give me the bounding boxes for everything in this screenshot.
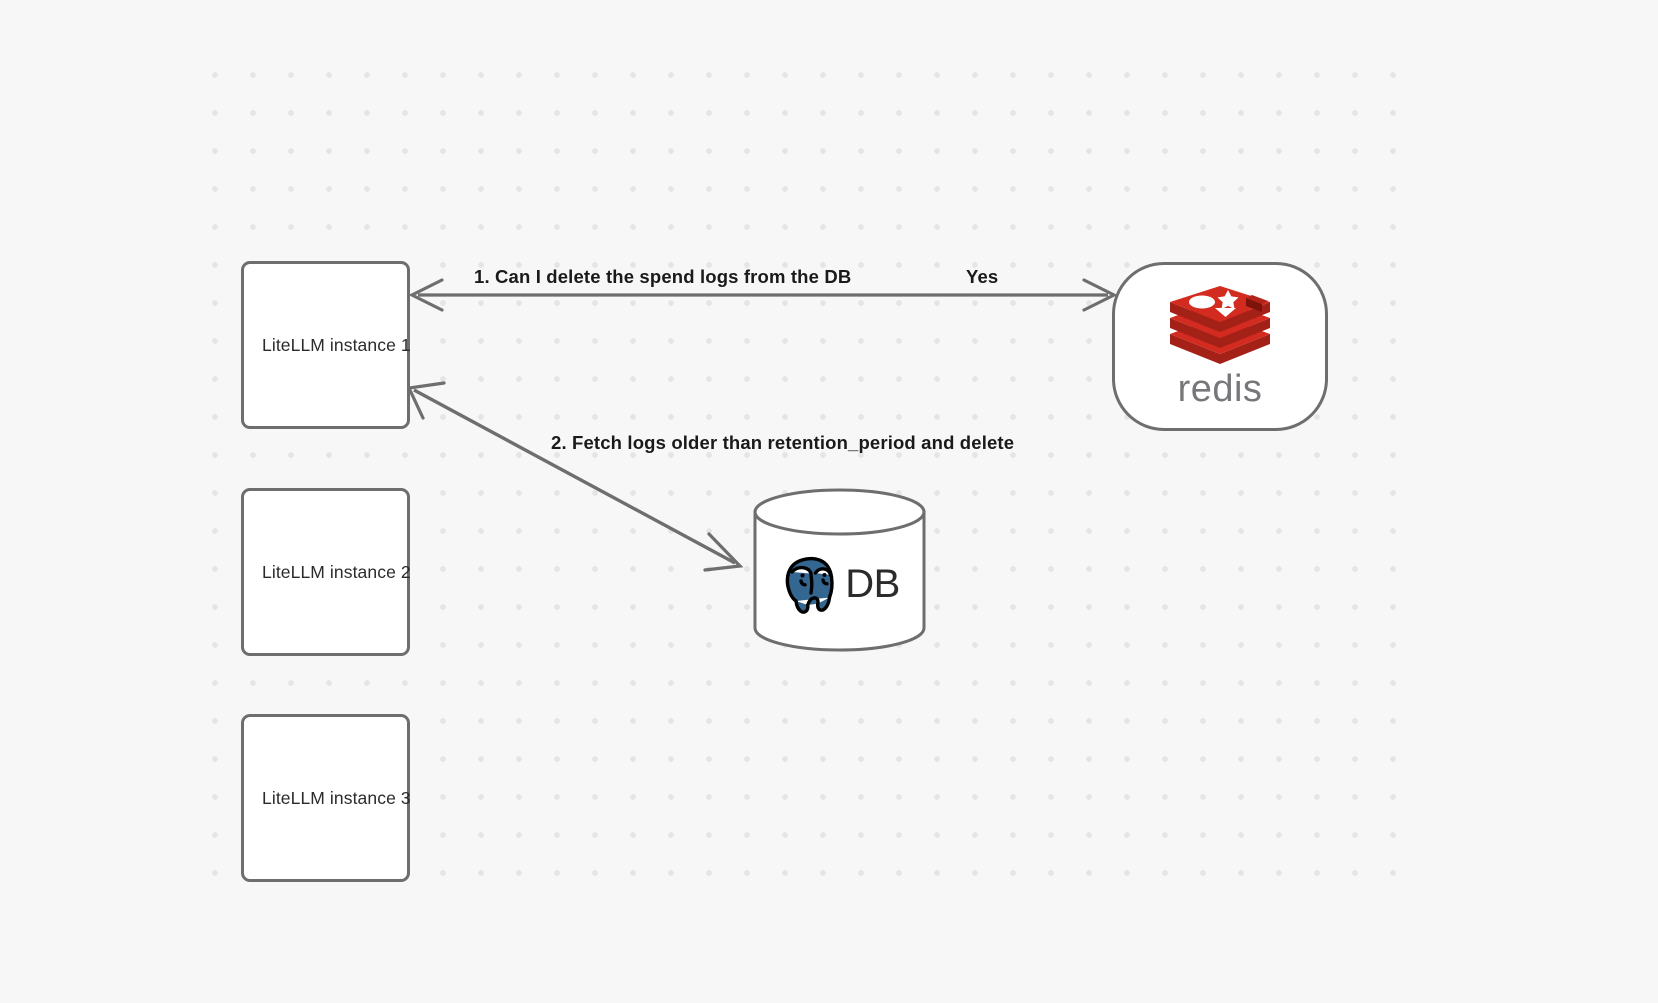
arrowhead-lower-right: [703, 532, 744, 572]
svg-text:redis: redis: [1178, 370, 1263, 410]
arrowhead-upper-left: [406, 381, 446, 420]
node-litellm-instance-3[interactable]: LiteLLM instance 3: [241, 714, 411, 882]
postgresql-elephant-icon: [785, 557, 834, 614]
edge-label-step-2: 2. Fetch logs older than retention_perio…: [551, 432, 1015, 453]
database-logo-and-label: DB: [752, 544, 927, 624]
node-label: LiteLLM instance 2: [262, 561, 411, 582]
arrowhead-right: [1082, 278, 1118, 312]
redis-logo-icon: [1170, 285, 1270, 364]
cylinder-shape: [753, 488, 926, 652]
node-litellm-instance-1[interactable]: LiteLLM instance 1: [241, 261, 411, 429]
edge-litellm1-redis: [408, 278, 1118, 312]
node-label: LiteLLM instance 3: [262, 787, 411, 808]
redis-wordmark: redis: [1178, 370, 1263, 410]
node-redis[interactable]: redis: [1112, 262, 1328, 431]
edge-line: [413, 388, 736, 565]
edge-label-yes: Yes: [966, 266, 999, 287]
node-label: LiteLLM instance 1: [262, 334, 411, 355]
node-database[interactable]: DB: [752, 488, 927, 652]
node-litellm-instance-2[interactable]: LiteLLM instance 2: [241, 488, 411, 656]
arrowhead-left: [408, 278, 444, 312]
edge-litellm1-database: [406, 381, 744, 572]
database-label: DB: [845, 561, 900, 606]
edge-label-step-1: 1. Can I delete the spend logs from the …: [474, 266, 852, 287]
